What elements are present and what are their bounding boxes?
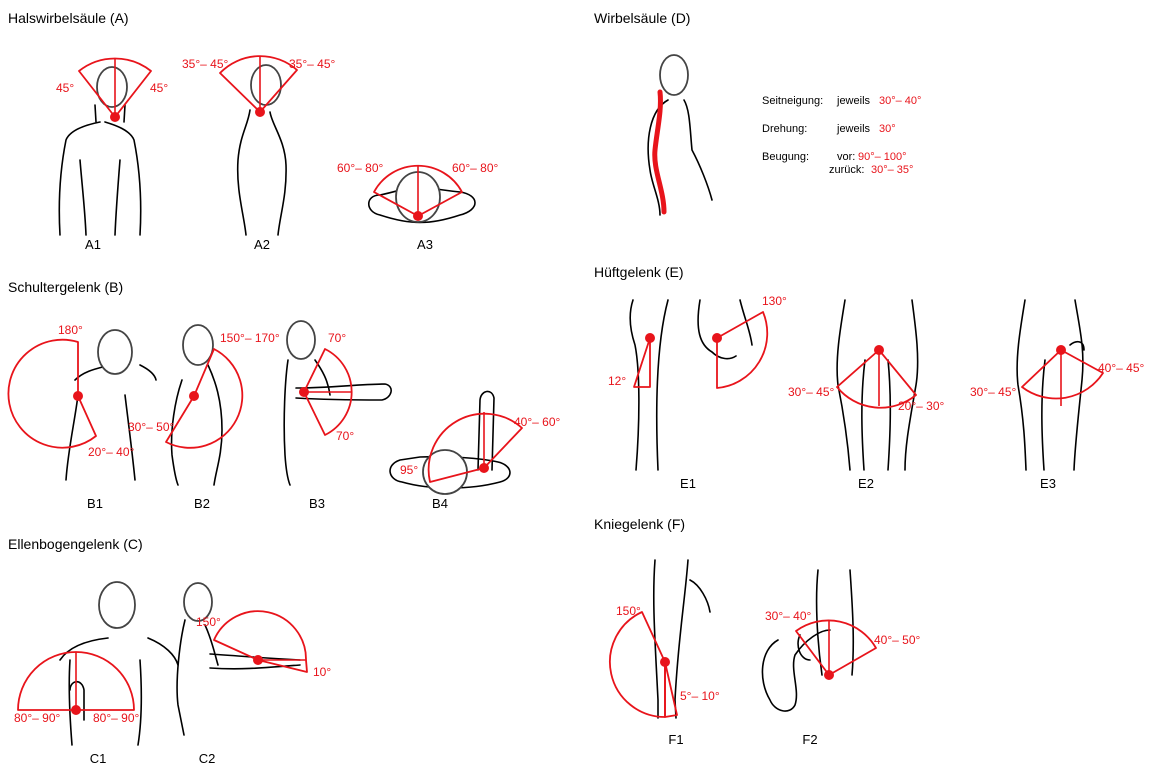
angle-c2-top: 150° xyxy=(196,615,221,629)
angle-c1-left: 80°– 90° xyxy=(14,711,61,725)
spine-seitneigung-prefix: jeweils xyxy=(836,95,871,107)
angle-e3-left: 30°– 45° xyxy=(970,385,1017,399)
angle-b1-bottom: 20°– 40° xyxy=(88,445,135,459)
section-title-b: Schultergelenk (B) xyxy=(8,279,123,295)
caption-b3: B3 xyxy=(309,496,325,511)
caption-c2: C2 xyxy=(199,751,216,766)
caption-a1: A1 xyxy=(85,237,101,252)
section-title-a: Halswirbelsäule (A) xyxy=(8,10,129,26)
figure-a3: 60°– 80° 60°– 80° A3 xyxy=(337,161,499,252)
angle-c1-right: 80°– 90° xyxy=(93,711,140,725)
angle-a1-right: 45° xyxy=(150,81,168,95)
caption-f2: F2 xyxy=(802,732,817,747)
angle-b2-top: 150°– 170° xyxy=(220,331,280,345)
figure-e1: 12° 130° E1 xyxy=(608,294,787,491)
angle-b4-left: 95° xyxy=(400,463,418,477)
caption-e3: E3 xyxy=(1040,476,1056,491)
spine-vor-label: vor: xyxy=(837,151,855,163)
caption-a3: A3 xyxy=(417,237,433,252)
angle-e3-right: 40°– 45° xyxy=(1098,361,1145,375)
caption-e2: E2 xyxy=(858,476,874,491)
spine-drehung-value: 30° xyxy=(879,123,896,135)
section-title-f: Kniegelenk (F) xyxy=(594,516,685,532)
angle-e1-left: 12° xyxy=(608,374,626,388)
angle-b3-bottom: 70° xyxy=(336,429,354,443)
figure-b1: 180° 20°– 40° B1 xyxy=(8,323,156,511)
figure-b4: 40°– 60° 95° B4 xyxy=(390,391,560,511)
angle-f1-top: 150° xyxy=(616,604,641,618)
caption-c1: C1 xyxy=(90,751,107,766)
caption-f1: F1 xyxy=(668,732,683,747)
figure-e3: 30°– 45° 40°– 45° E3 xyxy=(970,300,1145,491)
angle-f1-bottom: 5°– 10° xyxy=(680,689,720,703)
caption-b1: B1 xyxy=(87,496,103,511)
angle-a1-left: 45° xyxy=(56,81,74,95)
section-title-c: Ellenbogengelenk (C) xyxy=(8,536,143,552)
angle-e2-right: 20°– 30° xyxy=(898,399,945,413)
caption-a2: A2 xyxy=(254,237,270,252)
figure-a2: 35°– 45° 35°– 45° A2 xyxy=(182,56,336,252)
angle-a3-left: 60°– 80° xyxy=(337,161,384,175)
angle-b2-bottom: 30°– 50° xyxy=(128,420,175,434)
figure-d: Seitneigung: jeweils 30°– 40° Drehung: j… xyxy=(648,55,921,215)
spine-seitneigung-label: Seitneigung: xyxy=(762,95,823,107)
angle-b3-top: 70° xyxy=(328,331,346,345)
angle-f2-right: 40°– 50° xyxy=(874,633,921,647)
angle-f2-top: 30°– 40° xyxy=(765,609,812,623)
caption-b2: B2 xyxy=(194,496,210,511)
angle-a2-left: 35°– 45° xyxy=(182,57,229,71)
figure-f1: 150° 5°– 10° F1 xyxy=(610,560,720,747)
spine-drehung-prefix: jeweils xyxy=(836,123,871,135)
figure-b3: 70° 70° B3 xyxy=(284,321,391,511)
figure-f2: 30°– 40° 40°– 50° F2 xyxy=(762,570,920,747)
caption-b4: B4 xyxy=(432,496,448,511)
figure-a1: 45° 45° A1 xyxy=(56,58,168,252)
angle-a3-right: 60°– 80° xyxy=(452,161,499,175)
caption-e1: E1 xyxy=(680,476,696,491)
angle-b1-top: 180° xyxy=(58,323,83,337)
figure-c1: 80°– 90° 80°– 90° C1 xyxy=(14,582,178,766)
angle-a2-right: 35°– 45° xyxy=(289,57,336,71)
section-title-e: Hüftgelenk (E) xyxy=(594,264,683,280)
spine-beugung-label: Beugung: xyxy=(762,151,809,163)
spine-seitneigung-value: 30°– 40° xyxy=(879,95,921,107)
figure-b2: 150°– 170° 30°– 50° B2 xyxy=(128,325,280,511)
figure-e2: 30°– 45° 20°– 30° E2 xyxy=(788,300,945,491)
section-title-d: Wirbelsäule (D) xyxy=(594,10,690,26)
spine-zurueck-label: zurück: xyxy=(829,164,864,176)
spine-drehung-label: Drehung: xyxy=(762,123,807,135)
angle-c2-bottom: 10° xyxy=(313,665,331,679)
spine-vor-value: 90°– 100° xyxy=(858,151,907,163)
angle-b4-right: 40°– 60° xyxy=(514,415,561,429)
angle-e1-top: 130° xyxy=(762,294,787,308)
spine-zurueck-value: 30°– 35° xyxy=(871,164,913,176)
angle-e2-left: 30°– 45° xyxy=(788,385,835,399)
figure-c2: 150° 10° C2 xyxy=(177,583,331,766)
